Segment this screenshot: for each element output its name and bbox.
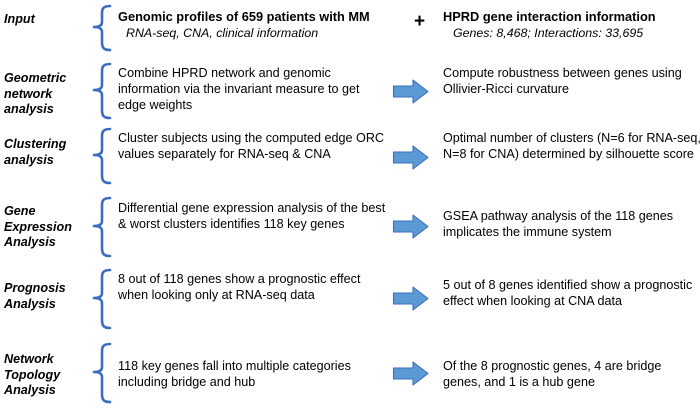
input-source-local-title: Genomic profiles of 659 patients with MM [118,9,370,24]
input-source-hprd: HPRD gene interaction information Genes:… [443,9,700,41]
curly-brace-icon [88,4,114,52]
arrow-right-icon [392,285,430,312]
prognosis-analysis-description: 8 out of 118 genes show a prognostic eff… [118,272,361,303]
curly-brace-icon [88,62,114,120]
curly-brace-icon [88,196,114,258]
clustering-analysis-description: Cluster subjects using the computed edge… [118,131,385,162]
geometric-network-analysis-result: Compute robustness between genes using O… [443,66,682,97]
curly-brace-icon [88,342,114,404]
network-topology-analysis-result: Of the 8 prognostic genes, 4 are bridge … [443,359,662,390]
gene-expression-analysis-result: GSEA pathway analysis of the 118 genes i… [443,209,674,240]
stage-label-input: Input [4,12,35,26]
prognosis-analysis-result: 5 out of 8 genes identified show a progn… [443,278,693,309]
stage-label-gene-expression-analysis: Gene Expression Analysis [4,204,72,249]
input-source-hprd-sub: Genes: 8,468; Interactions: 33,695 [453,26,644,40]
stage-label-prognosis-analysis: Prognosis Analysis [4,281,66,311]
gene-expression-analysis-description: Differential gene expression analysis of… [118,201,386,232]
clustering-analysis-result: Optimal number of clusters (N=6 for RNA-… [443,131,700,162]
geometric-network-analysis-description: Combine HPRD network and genomic informa… [118,66,360,113]
curly-brace-icon [88,268,114,330]
stage-label-geometric-network-analysis: Geometric network analysis [4,71,67,116]
stage-label-clustering-analysis: Clustering analysis [4,137,67,167]
stage-label-network-topology-analysis: Network Topology Analysis [4,352,61,397]
arrow-right-icon [392,213,430,240]
plus-icon: + [414,11,426,32]
input-source-local-sub: RNA-seq, CNA, clinical information [126,26,319,40]
curly-brace-icon [88,127,114,185]
arrow-right-icon [392,78,430,105]
input-source-local: Genomic profiles of 659 patients with MM… [118,9,386,41]
input-source-hprd-title: HPRD gene interaction information [443,9,656,24]
arrow-right-icon [392,144,430,171]
arrow-right-icon [392,360,430,387]
network-topology-analysis-description: 118 key genes fall into multiple categor… [118,359,351,390]
